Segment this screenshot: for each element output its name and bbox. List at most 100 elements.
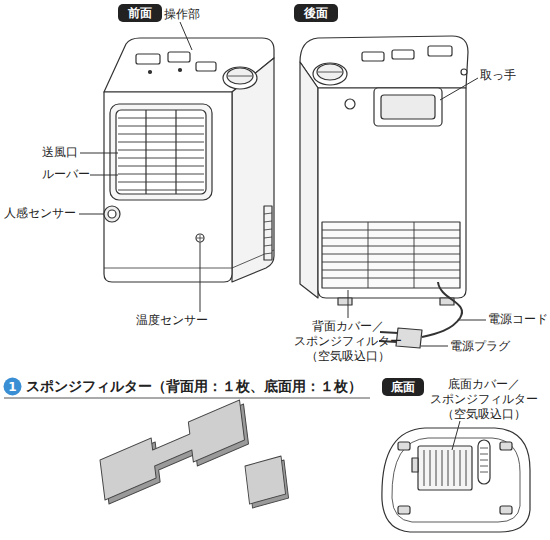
back-heater-part: [322, 278, 460, 279]
bottom-view-part: [424, 450, 425, 486]
part-name: 操作部: [164, 7, 200, 22]
back-heater-part: [318, 88, 466, 298]
front-heater-part: [118, 150, 204, 151]
front-heater-part: [104, 206, 120, 222]
bottom-view-part: [436, 450, 437, 486]
leader-lines-part: [200, 242, 201, 312]
part-name: 電源コード: [488, 312, 548, 327]
back-heater-part: [345, 99, 355, 109]
front-heater-part: [116, 110, 206, 194]
back-heater-part: [322, 262, 460, 263]
back-heater-part: [322, 254, 460, 255]
front-heater-part: [110, 104, 212, 200]
back-heater-part: [362, 52, 384, 61]
bottom-view-part: [454, 450, 455, 486]
front-heater-part: [104, 92, 232, 282]
leader-lines-part: [421, 346, 448, 347]
front-heater-part: [223, 67, 257, 89]
back-heater-part: [318, 72, 342, 73]
part-name: 底面カバー／ スポンジフィルター （空気吸込口）: [426, 377, 542, 422]
part-name: 温度センサー: [136, 313, 208, 328]
leader-lines-part: [458, 320, 486, 321]
back-heater-part: [368, 222, 369, 288]
leader-lines-part: [79, 214, 104, 215]
sponge-filters-part: [245, 456, 286, 504]
front-heater-part: [118, 166, 204, 167]
bottom-view-part: [448, 450, 449, 486]
bottom-view: [382, 428, 530, 532]
node-text: 底面: [387, 381, 419, 393]
front-heater-part: [104, 38, 274, 92]
front-heater-part: [118, 158, 204, 159]
front-heater-part: [118, 182, 204, 183]
front-heater-part: [168, 52, 190, 62]
callout-number: 1: [3, 377, 22, 396]
front-heater-part: [118, 118, 204, 190]
leader-lines-part: [440, 78, 478, 100]
bottom-view-part: [398, 442, 410, 450]
front-heater: [104, 38, 274, 282]
front-heater-part: [228, 76, 252, 77]
front-heater-part: [108, 210, 116, 218]
back-heater-part: [317, 64, 343, 80]
leader-lines: [79, 22, 200, 312]
node-text: 後面: [300, 7, 332, 19]
leader-lines-part: [348, 290, 349, 318]
front-heater-part: [149, 71, 152, 74]
back-heater-part: [300, 62, 318, 298]
node-text: 1: [4, 381, 20, 393]
front-heater-part: [118, 190, 204, 191]
front-heater-part: [196, 234, 204, 242]
view-tag: 後面: [294, 4, 338, 22]
bottom-view-part: [466, 450, 467, 486]
front-heater-part: [118, 126, 204, 127]
back-heater: [300, 36, 468, 348]
node-text: 前面: [124, 7, 156, 19]
leader-lines-part: [452, 421, 460, 450]
back-heater-part: [461, 69, 467, 75]
front-heater-part: [264, 206, 272, 260]
bottom-view-part: [418, 446, 472, 490]
back-heater-part: [322, 222, 460, 288]
bottom-view-part: [480, 448, 488, 472]
back-heater-part: [322, 270, 460, 271]
back-heater-part: [322, 230, 460, 231]
callout-circle-shape: [4, 378, 22, 396]
back-heater-part: [322, 246, 460, 247]
bottom-view-part: [442, 450, 443, 486]
front-heater-part: [175, 110, 176, 194]
back-heater-part: [414, 222, 415, 288]
bottom-view-part: [500, 506, 512, 514]
back-heater-part: [300, 36, 468, 88]
back-heater-part: [422, 282, 462, 337]
view-tag: 前面: [118, 4, 162, 22]
sponge-filters-part: [100, 400, 245, 500]
front-heater-part: [118, 134, 204, 135]
part-name: 取っ手: [480, 68, 516, 83]
leader-lines: [452, 421, 460, 450]
front-heater-part: [104, 250, 274, 268]
back-heater-part: [428, 46, 452, 56]
bottom-view-part: [460, 450, 461, 486]
back-heater-part: [322, 222, 460, 288]
back-heater-part: [374, 88, 442, 126]
back-heater-part: [381, 95, 435, 119]
front-heater-part: [118, 142, 204, 143]
leader-lines-part: [180, 22, 192, 50]
front-heater-part: [179, 69, 182, 72]
front-heater-part: [264, 213, 272, 254]
back-heater-part: [313, 63, 347, 85]
bottom-view-part: [478, 440, 490, 484]
front-heater-part: [227, 68, 253, 84]
bottom-view-part: [500, 442, 512, 450]
bottom-view-part: [430, 450, 431, 486]
leader-lines-part: [80, 153, 118, 154]
back-heater-part: [392, 50, 414, 59]
front-heater-part: [197, 235, 203, 241]
bottom-view-part: [412, 458, 418, 472]
back-heater-part: [322, 238, 460, 239]
section-rule: [4, 398, 370, 399]
